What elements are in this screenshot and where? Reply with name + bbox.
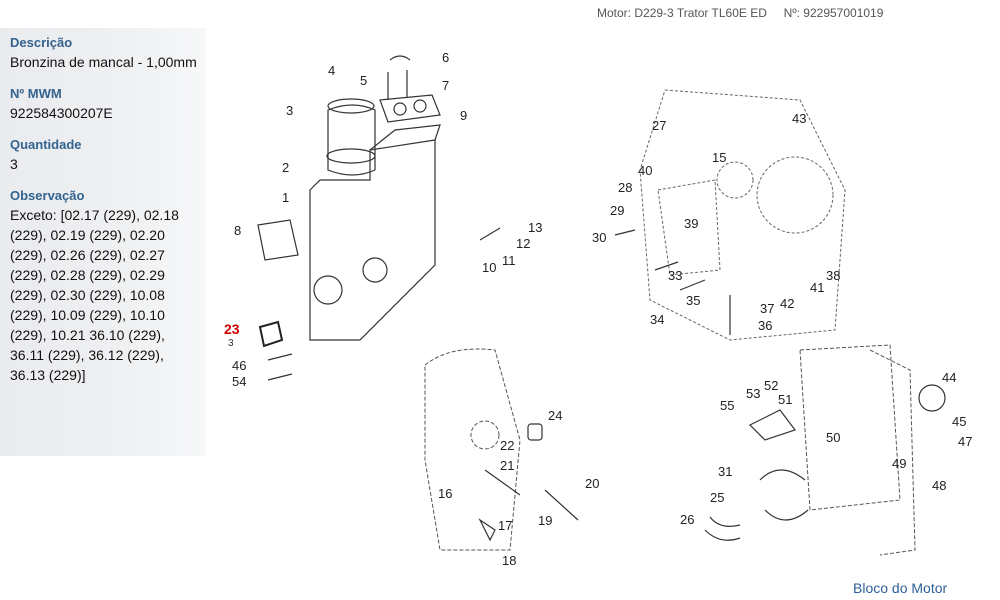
part-callout-50[interactable]: 50	[826, 430, 840, 445]
part-callout-47[interactable]: 47	[958, 434, 972, 449]
bloco-do-motor-link[interactable]: Bloco do Motor	[853, 580, 948, 596]
part-callout-25[interactable]: 25	[710, 490, 724, 505]
part-callout-26[interactable]: 26	[680, 512, 694, 527]
part-callout-43[interactable]: 43	[792, 111, 806, 126]
part-callout-42[interactable]: 42	[780, 296, 794, 311]
part-details-panel: Descrição Bronzina de mancal - 1,00mm Nº…	[0, 28, 206, 456]
part-callout-11[interactable]: 11	[502, 253, 516, 268]
part-callout-22[interactable]: 22	[500, 438, 514, 453]
bearing-shells-drawing	[704, 384, 946, 541]
mwm-value: 922584300207E	[10, 105, 113, 121]
part-callout-51[interactable]: 51	[778, 392, 792, 407]
part-callout-8[interactable]: 8	[234, 223, 241, 238]
part-callout-53[interactable]: 53	[746, 386, 760, 401]
highlight-part-label[interactable]: 23	[224, 321, 240, 337]
part-callout-38[interactable]: 38	[826, 268, 840, 283]
mwm-label: Nº MWM	[10, 86, 62, 101]
part-callout-48[interactable]: 48	[932, 478, 946, 493]
part-callout-21[interactable]: 21	[500, 458, 514, 473]
part-callout-49[interactable]: 49	[892, 456, 906, 471]
part-callout-27[interactable]: 27	[652, 118, 666, 133]
part-callout-15[interactable]: 15	[712, 150, 726, 165]
part-callout-37[interactable]: 37	[760, 301, 774, 316]
descricao-label: Descrição	[10, 35, 73, 50]
part-callout-35[interactable]: 35	[686, 293, 700, 308]
part-callout-7[interactable]: 7	[442, 78, 449, 93]
part-callout-19[interactable]: 19	[538, 513, 552, 528]
part-callout-36[interactable]: 36	[758, 318, 772, 333]
pump-area-drawing	[424, 348, 521, 551]
part-callout-52[interactable]: 52	[764, 378, 778, 393]
part-callout-13[interactable]: 13	[528, 220, 542, 235]
motor-label: Motor:	[597, 6, 632, 20]
part-callout-6[interactable]: 6	[442, 50, 449, 65]
part-callout-4[interactable]: 4	[328, 63, 335, 78]
descricao-value: Bronzina de mancal - 1,00mm	[10, 54, 197, 70]
part-callout-31[interactable]: 31	[718, 464, 732, 479]
part-callout-29[interactable]: 29	[610, 203, 624, 218]
engine-header: Motor: D229-3 Trator TL60E ED Nº: 922957…	[597, 6, 997, 20]
quantidade-field: Quantidade 3	[10, 136, 198, 174]
descricao-field: Descrição Bronzina de mancal - 1,00mm	[10, 34, 198, 72]
part-callout-55[interactable]: 55	[720, 398, 734, 413]
quantidade-label: Quantidade	[10, 137, 82, 152]
lower-right-drawing	[799, 344, 916, 556]
part-callout-54[interactable]: 54	[232, 374, 246, 389]
number-label: Nº:	[783, 6, 800, 20]
observacao-value: Exceto: [02.17 (229), 02.18 (229), 02.19…	[10, 207, 179, 383]
part-callout-24[interactable]: 24	[548, 408, 562, 423]
part-callout-3[interactable]: 3	[286, 103, 293, 118]
part-callout-40[interactable]: 40	[638, 163, 652, 178]
part-callout-30[interactable]: 30	[592, 230, 606, 245]
observacao-label: Observação	[10, 188, 85, 203]
part-callout-10[interactable]: 10	[482, 260, 496, 275]
highlight-part-sublabel: 3	[228, 338, 234, 349]
observacao-field: Observação Exceto: [02.17 (229), 02.18 (…	[10, 187, 198, 385]
motor-value: D229-3 Trator TL60E ED	[634, 6, 767, 20]
pump-parts-drawing	[478, 423, 579, 542]
part-callout-2[interactable]: 2	[282, 160, 289, 175]
number-value: 922957001019	[803, 6, 884, 20]
part-callout-18[interactable]: 18	[502, 553, 516, 568]
part-callout-28[interactable]: 28	[618, 180, 632, 195]
part-callout-5[interactable]: 5	[360, 73, 367, 88]
part-callout-44[interactable]: 44	[942, 370, 956, 385]
part-callout-46[interactable]: 46	[232, 358, 246, 373]
part-callout-9[interactable]: 9	[460, 108, 467, 123]
part-callout-39[interactable]: 39	[684, 216, 698, 231]
timing-bolts-drawing	[614, 229, 731, 335]
mwm-field: Nº MWM 922584300207E	[10, 85, 198, 123]
part-callout-17[interactable]: 17	[498, 518, 512, 533]
timing-housing-drawing	[639, 89, 846, 341]
part-callout-41[interactable]: 41	[810, 280, 824, 295]
part-callout-45[interactable]: 45	[952, 414, 966, 429]
part-callout-1[interactable]: 1	[282, 190, 289, 205]
engine-block-drawing	[257, 55, 501, 381]
quantidade-value: 3	[10, 156, 18, 172]
part-callout-33[interactable]: 33	[668, 268, 682, 283]
part-callout-34[interactable]: 34	[650, 312, 664, 327]
part-callout-20[interactable]: 20	[585, 476, 599, 491]
part-callout-12[interactable]: 12	[516, 236, 530, 251]
part-callout-16[interactable]: 16	[438, 486, 452, 501]
